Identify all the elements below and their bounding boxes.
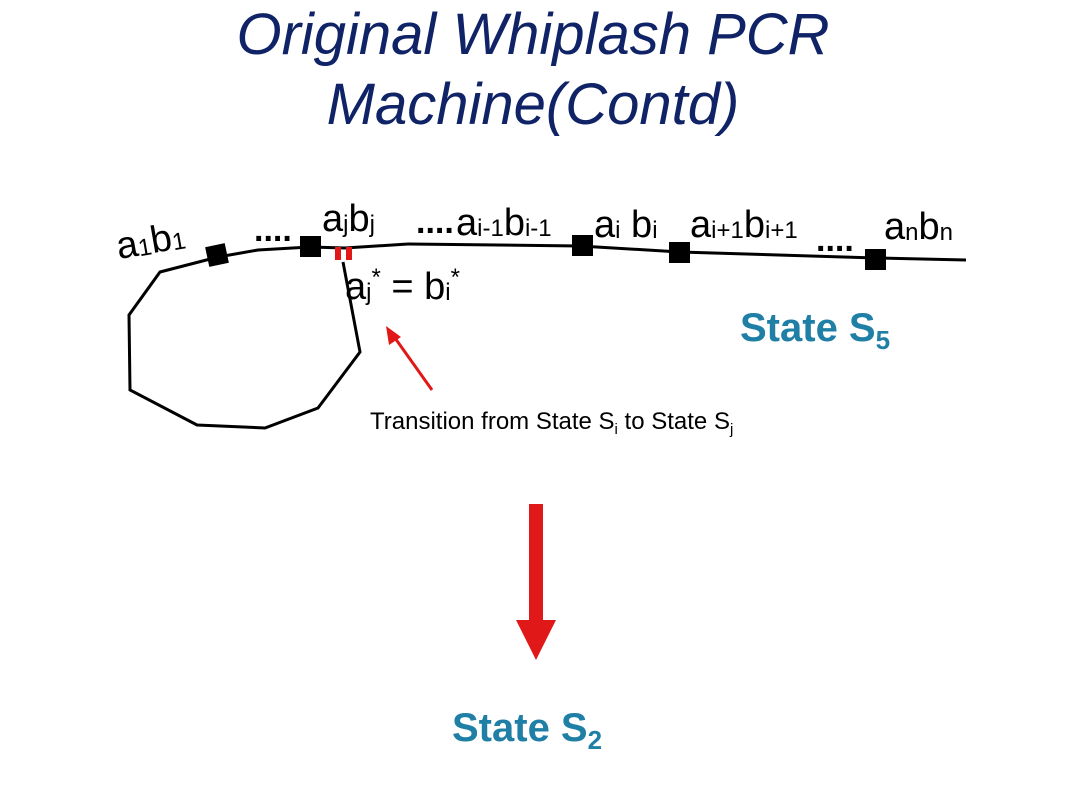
strand-marker-1 — [205, 243, 229, 267]
label-b-sub: i-1 — [524, 215, 552, 242]
equation-b-sup: * — [450, 264, 460, 291]
label-a-sub: i — [615, 217, 621, 244]
label-b-sub: j — [369, 211, 375, 238]
state-s2-text: State S — [452, 706, 588, 750]
ellipsis-3: .... — [816, 221, 854, 259]
state-s2-label: State S2 — [452, 708, 602, 753]
label-b: b — [503, 202, 525, 244]
label-b-sub: n — [939, 219, 953, 246]
label-b-sub: i — [652, 217, 658, 244]
label-a: a — [456, 202, 478, 244]
label-ai-1bi-1: ai-1bi-1 — [456, 204, 552, 242]
state-s5-sub: 5 — [875, 325, 891, 355]
label-aibi: ai bi — [594, 206, 658, 244]
transition-caption: Transition from State Si to State Sj — [370, 408, 734, 438]
slide-title-line-1: Original Whiplash PCR — [236, 2, 830, 67]
state-s5-text: State S — [740, 306, 876, 350]
equation-b-sub: i — [445, 279, 451, 306]
label-b: b — [348, 198, 370, 240]
equation-equals: = — [380, 266, 425, 308]
state-s5-label: State S5 — [740, 308, 890, 353]
equation-a-sub: j — [366, 279, 372, 306]
label-a-sub: i-1 — [477, 215, 504, 242]
strand-marker-4 — [669, 242, 690, 263]
label-a: a — [690, 204, 712, 246]
strand-marker-5 — [865, 249, 886, 270]
label-b: b — [631, 204, 653, 246]
label-a-sub: j — [343, 211, 349, 238]
transition-pointer-arrowhead — [386, 326, 401, 345]
label-a-sub: n — [905, 219, 919, 246]
caption-part-2: to State S — [617, 408, 730, 435]
slide-title-line-2: Machine(Contd) — [326, 72, 740, 137]
ellipsis-2: .... — [416, 203, 454, 241]
label-b: b — [918, 206, 940, 248]
label-a: a — [322, 198, 344, 240]
label-ai+1bi+1: ai+1bi+1 — [690, 206, 798, 244]
transition-pointer-arrow — [393, 337, 434, 391]
junction-mark-2 — [346, 247, 352, 260]
caption-sub-i: i — [614, 421, 618, 438]
state-change-arrowhead — [516, 620, 556, 660]
strand-marker-3 — [572, 235, 593, 256]
equation-a-sup: * — [371, 264, 381, 291]
state-change-arrow-shaft — [529, 504, 543, 624]
caption-sub-j: j — [729, 421, 734, 438]
strand-marker-2 — [300, 236, 321, 257]
label-a: a — [594, 204, 616, 246]
label-ajbj: ajbj — [322, 200, 375, 238]
label-b-sub: i+1 — [764, 217, 798, 244]
label-b: b — [743, 204, 765, 246]
equation-b: b — [424, 266, 446, 308]
label-anbn: anbn — [884, 208, 953, 246]
ellipsis-1: .... — [254, 211, 292, 249]
label-a: a — [884, 206, 906, 248]
equation-aj-star-equals-bi-star: aj* = bi* — [345, 264, 460, 308]
equation-a: a — [345, 266, 367, 308]
caption-part-1: Transition from State S — [370, 408, 615, 435]
state-s2-sub: 2 — [587, 725, 603, 755]
label-a-sub: i+1 — [711, 217, 744, 244]
junction-mark-1 — [335, 247, 341, 260]
